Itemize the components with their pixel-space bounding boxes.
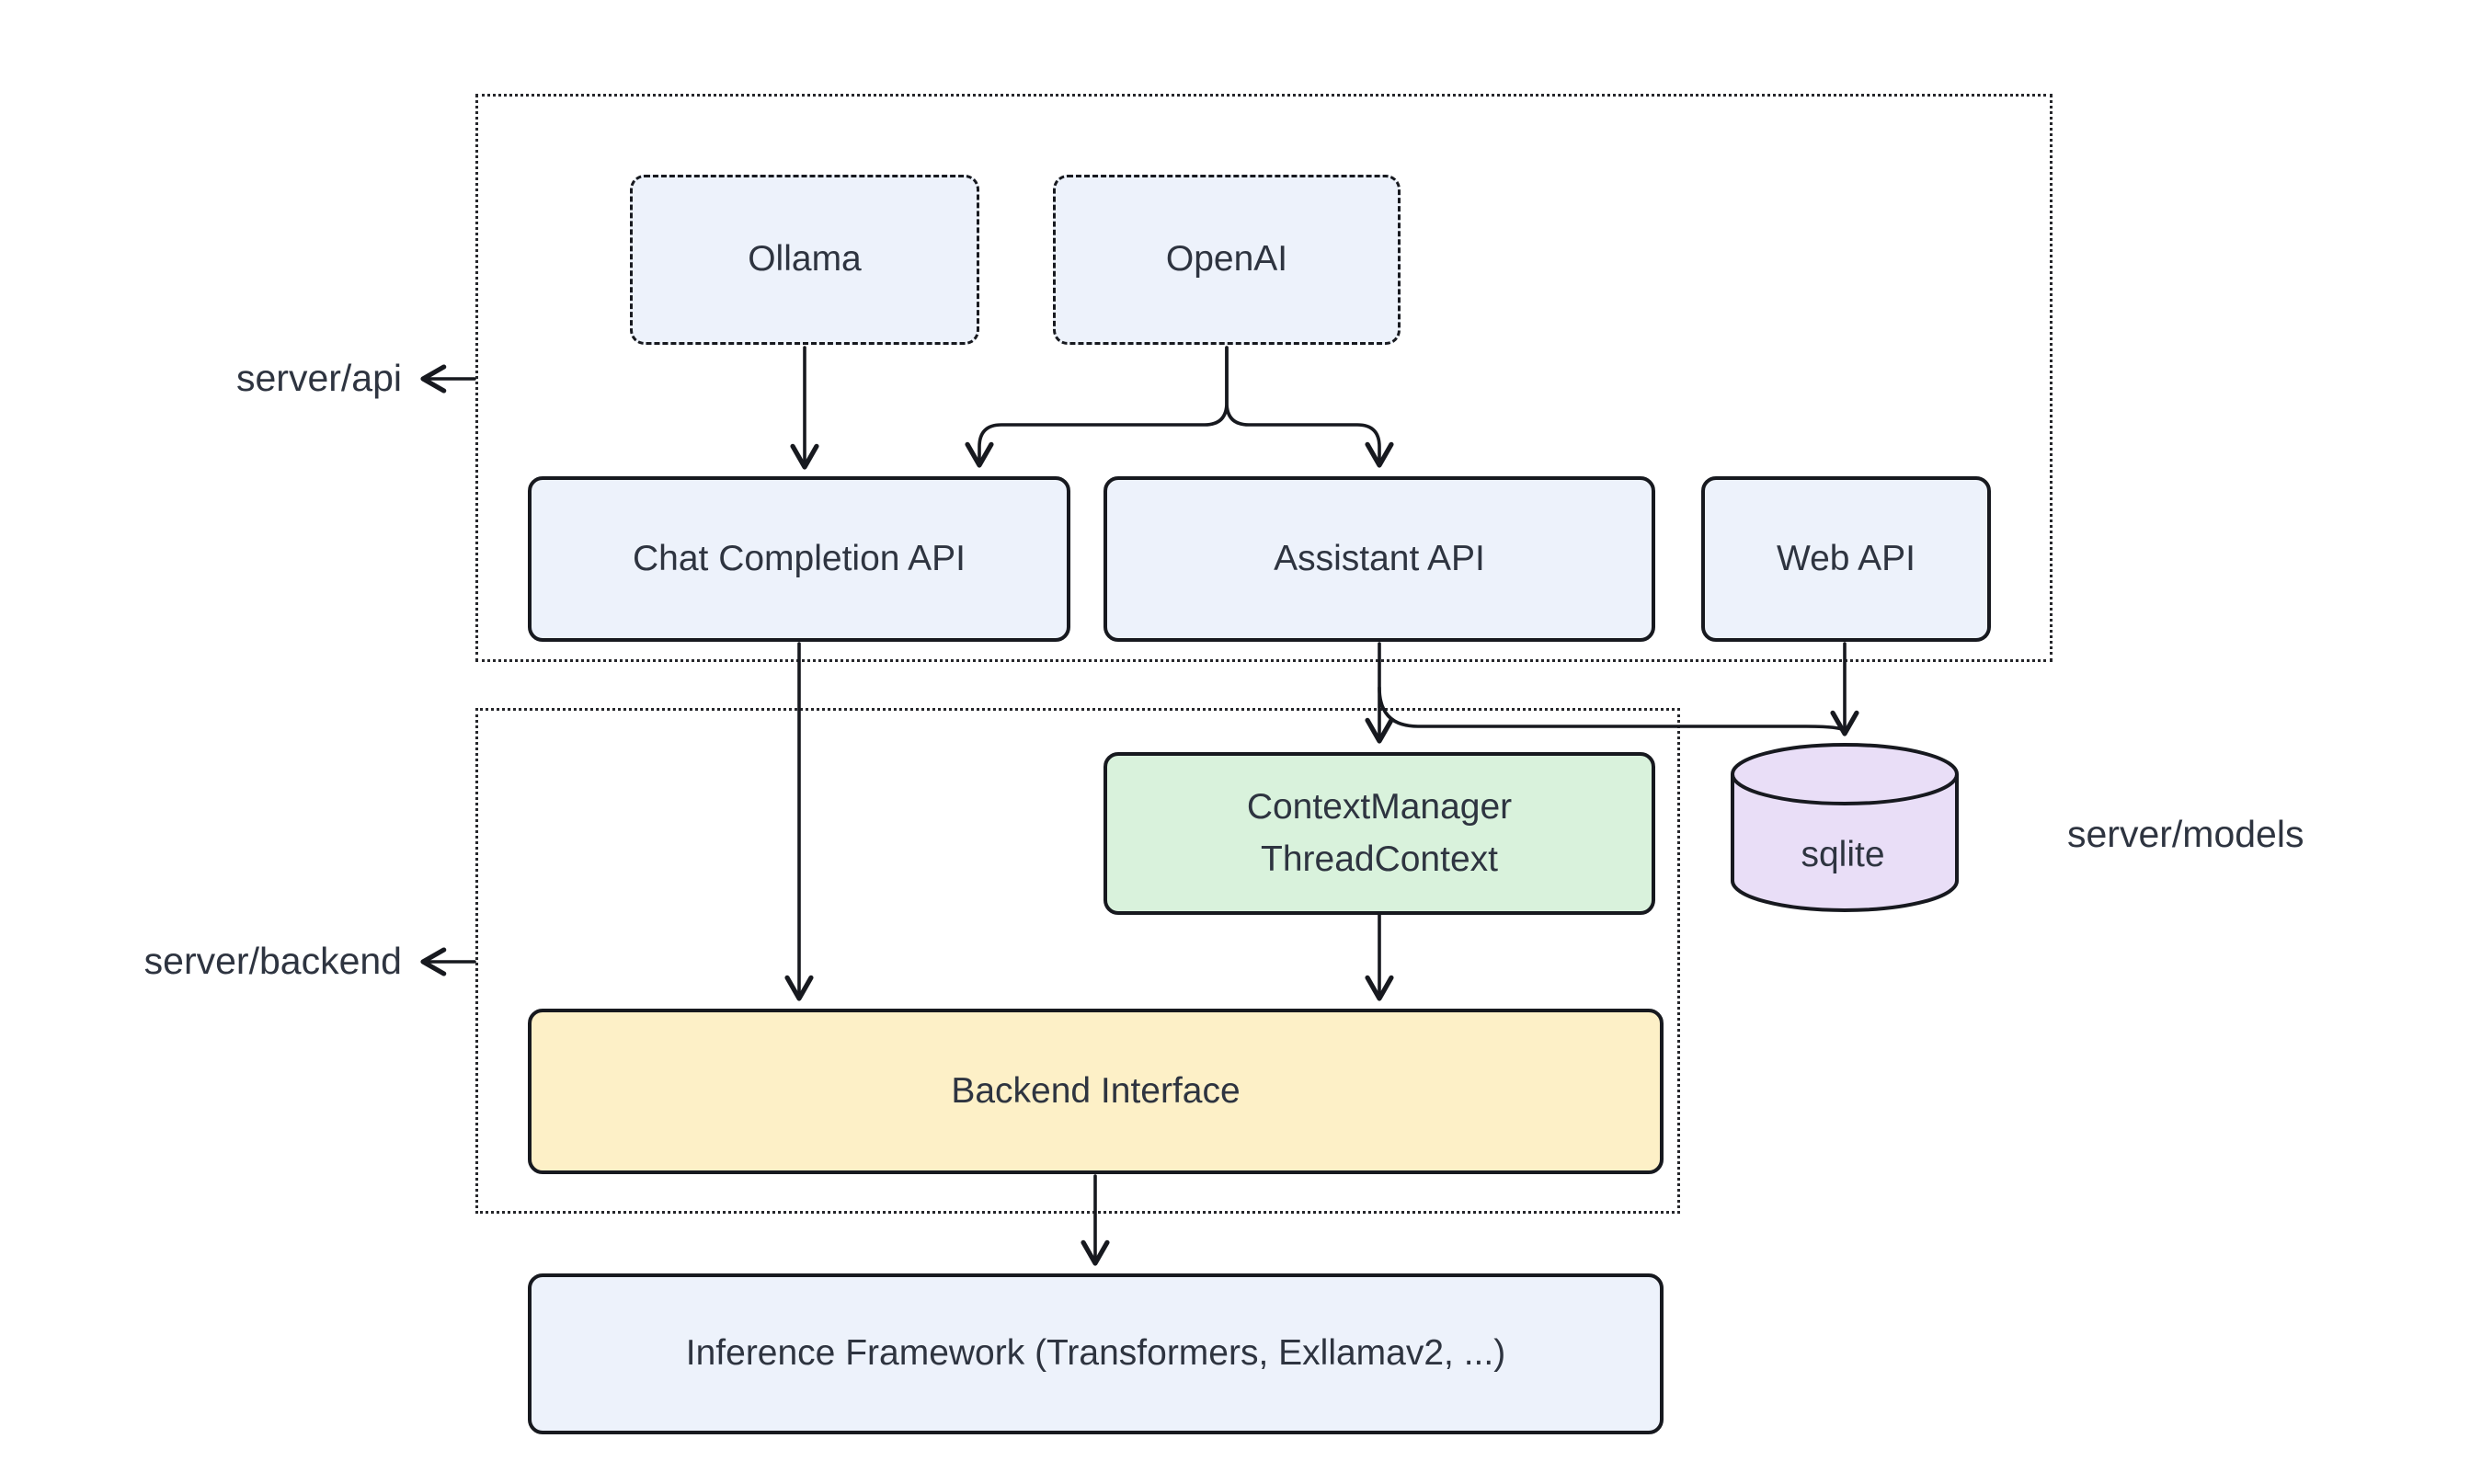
sqlite-cylinder-top	[1731, 743, 1959, 805]
node-context-manager: ContextManager ThreadContext	[1103, 752, 1655, 915]
edge-openai-to-chat-completion	[965, 346, 1229, 468]
node-context-manager-line1: ContextManager	[1246, 786, 1513, 827]
node-ollama-label: Ollama	[748, 239, 862, 280]
label-server-models: server/models	[2067, 813, 2304, 855]
node-backend-interface-label: Backend Interface	[951, 1070, 1241, 1111]
node-openai-label: OpenAI	[1165, 239, 1288, 280]
node-inference-framework: Inference Framework (Transformers, Exlla…	[528, 1273, 1664, 1434]
node-web-api-label: Web API	[1776, 538, 1916, 578]
node-chat-completion-api-label: Chat Completion API	[632, 538, 966, 578]
label-server-backend: server/backend	[143, 940, 402, 982]
edge-assistant-to-sqlite	[1378, 686, 1847, 734]
node-sqlite-label: sqlite	[1801, 835, 1885, 874]
sqlite-cylinder	[1731, 743, 1959, 912]
node-assistant-api: Assistant API	[1103, 476, 1655, 642]
container-server-backend	[475, 708, 1680, 1214]
sqlite-cylinder-body	[1731, 774, 1959, 912]
node-chat-completion-api: Chat Completion API	[528, 476, 1070, 642]
node-web-api: Web API	[1701, 476, 1991, 642]
node-assistant-api-label: Assistant API	[1274, 538, 1485, 578]
node-backend-interface: Backend Interface	[528, 1009, 1664, 1174]
node-context-manager-line2: ThreadContext	[1261, 839, 1498, 879]
node-ollama: Ollama	[630, 175, 979, 345]
node-inference-framework-label: Inference Framework (Transformers, Exlla…	[685, 1333, 1506, 1374]
edge-openai-to-assistant	[1225, 346, 1394, 468]
container-server-api	[475, 94, 2053, 662]
label-server-api: server/api	[235, 357, 402, 399]
node-openai: OpenAI	[1053, 175, 1401, 345]
